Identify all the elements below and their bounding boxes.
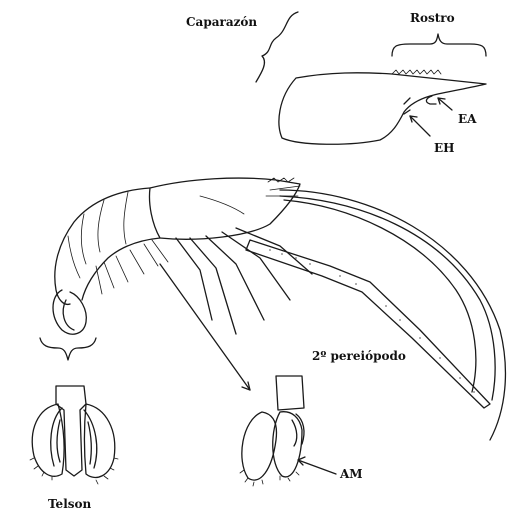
abdomen bbox=[55, 188, 160, 304]
appendix-blade-left bbox=[242, 412, 277, 480]
eh-label: EH bbox=[434, 141, 454, 155]
rostrum-bracket bbox=[392, 34, 486, 56]
carapace-bracket bbox=[256, 12, 298, 82]
appendix-detail bbox=[240, 376, 336, 486]
pereiopods bbox=[176, 228, 312, 334]
telson-central bbox=[56, 386, 86, 476]
abdomen-segment-lines bbox=[68, 192, 128, 278]
carapace-groove bbox=[200, 196, 244, 214]
appendix-blade-right bbox=[273, 412, 302, 477]
appendix-stalk bbox=[276, 376, 304, 410]
carapace-label: Caparazón bbox=[186, 15, 257, 29]
second-pereiopod-texture bbox=[269, 249, 475, 393]
telson-bracket bbox=[40, 338, 96, 360]
eh-arrow bbox=[410, 116, 430, 136]
am-label: AM bbox=[339, 467, 363, 481]
pleopods bbox=[96, 240, 168, 294]
appendix-pointer-arrow bbox=[160, 264, 250, 390]
uropod-left-inner bbox=[51, 408, 62, 466]
cephalothorax bbox=[149, 178, 300, 239]
rostrum-teeth bbox=[392, 70, 441, 74]
antenna-2 bbox=[284, 200, 476, 392]
antenna-3 bbox=[280, 190, 505, 440]
carapace-detail bbox=[256, 12, 486, 144]
ea-label: EA bbox=[458, 112, 477, 126]
uropod-right-inner bbox=[84, 410, 97, 468]
rostrum-label: Rostro bbox=[410, 11, 455, 25]
second-pereiopod-label: 2º pereiópodo bbox=[312, 349, 406, 363]
uropod-left-outer bbox=[32, 404, 64, 476]
am-arrow bbox=[298, 460, 336, 474]
carapace-outline bbox=[279, 73, 486, 144]
telson-label: Telson bbox=[48, 497, 92, 511]
telson-detail bbox=[30, 338, 118, 484]
uropod-right-outer bbox=[85, 404, 115, 477]
shrimp-body bbox=[53, 178, 505, 440]
